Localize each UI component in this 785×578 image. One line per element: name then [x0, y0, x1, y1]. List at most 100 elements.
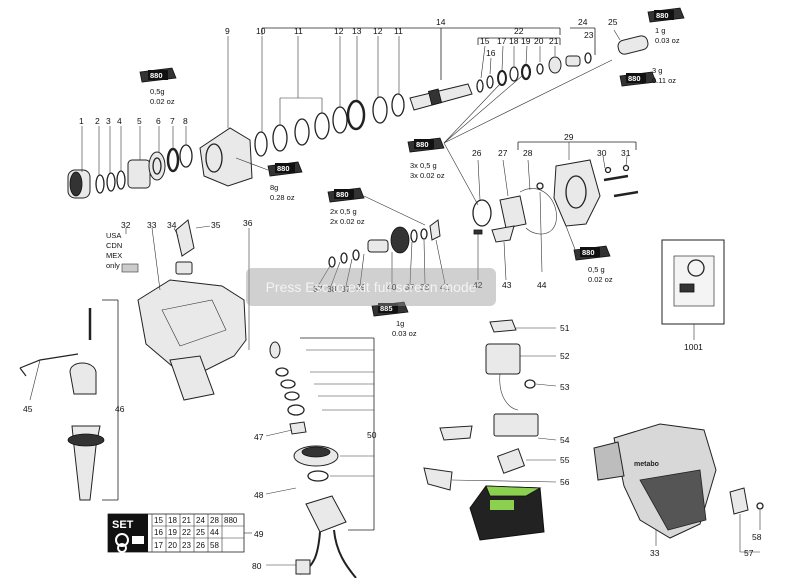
label-55: 55: [560, 455, 570, 465]
part-1-chuck-nose: [67, 126, 91, 199]
svg-text:USA: USA: [106, 231, 121, 240]
part-29-cylinder-housing: [517, 141, 637, 227]
parts-26-27-housing: [472, 159, 557, 273]
svg-text:MEX: MEX: [106, 251, 122, 260]
label-52: 52: [560, 351, 570, 361]
label-17: 17: [497, 36, 507, 46]
label-51: 51: [560, 323, 570, 333]
label-30: 30: [597, 148, 607, 158]
part-80-block: [295, 559, 311, 575]
svg-text:880: 880: [277, 164, 290, 173]
label-2: 2: [95, 116, 100, 126]
label-36: 36: [243, 218, 253, 228]
set-box: SET 15 18 21 24 28 880 16 19 22 25 44 17…: [107, 513, 252, 553]
label-16: 16: [486, 48, 496, 58]
parts-15-21-spindle-rings: [476, 45, 592, 93]
svg-text:19: 19: [168, 528, 177, 537]
label-38a: 38: [327, 284, 337, 294]
label-8: 8: [183, 116, 188, 126]
svg-text:880: 880: [582, 248, 595, 257]
parts-30-31-pins: [602, 155, 639, 198]
fullscreen-exit-toast: Press Esc to exit full screen mode: [246, 268, 496, 306]
label-9: 9: [225, 26, 230, 36]
svg-text:2x 0.02 oz: 2x 0.02 oz: [330, 217, 365, 226]
part-9-gear-housing: [199, 36, 253, 187]
label-1: 1: [79, 116, 84, 126]
svg-text:0,5g: 0,5g: [150, 87, 165, 96]
grease-tube-g7: 880 1 g 0.03 oz: [647, 7, 685, 45]
parts-45-46-handle: [19, 299, 119, 501]
parts-2-4-rings: [95, 126, 126, 194]
parts-34-35-switch-lever: [173, 219, 211, 275]
label-47: 47: [254, 432, 264, 442]
part-14-spindle: [409, 83, 473, 111]
svg-text:0.11 oz: 0.11 oz: [652, 76, 676, 85]
svg-text:880: 880: [336, 190, 349, 199]
svg-text:0.03 oz: 0.03 oz: [392, 329, 417, 338]
label-33: 33: [147, 220, 157, 230]
svg-text:3 g: 3 g: [652, 66, 662, 75]
label-15: 15: [480, 36, 490, 46]
battery-pack: [469, 485, 545, 541]
svg-text:885: 885: [380, 304, 393, 313]
label-10: 10: [256, 26, 266, 36]
label-50: 50: [367, 430, 377, 440]
label-22: 22: [514, 26, 524, 36]
grease-tube-g4: 885 1g 0.03 oz: [371, 301, 417, 338]
parts-7-8-rings: [166, 126, 193, 173]
grease-tube-g2: 880 8g 0.28 oz: [235, 157, 303, 202]
svg-text:17: 17: [154, 541, 163, 550]
leader-48: [265, 487, 297, 495]
label-20: 20: [534, 36, 544, 46]
label-38b: 38: [420, 282, 430, 292]
label-34: 34: [167, 220, 177, 230]
svg-text:0.02 oz: 0.02 oz: [150, 97, 175, 106]
part-1001-service-card: [661, 239, 725, 340]
label-37c: 37: [405, 282, 415, 292]
svg-text:21: 21: [182, 516, 191, 525]
svg-text:CDN: CDN: [106, 241, 122, 250]
label-19: 19: [521, 36, 531, 46]
label-1001: 1001: [684, 342, 703, 352]
label-41: 41: [440, 282, 450, 292]
label-11b: 11: [394, 26, 403, 36]
label-58: 58: [752, 532, 762, 542]
svg-text:880: 880: [656, 11, 669, 20]
svg-text:24: 24: [196, 516, 205, 525]
label-37a: 37: [313, 284, 323, 294]
parts-42-43: [473, 225, 515, 281]
svg-text:880: 880: [416, 140, 429, 149]
label-57: 57: [744, 548, 754, 558]
label-4: 4: [117, 116, 122, 126]
svg-text:18: 18: [168, 516, 177, 525]
svg-text:0,5 g: 0,5 g: [588, 265, 605, 274]
label-46: 46: [115, 404, 125, 414]
label-18: 18: [509, 36, 519, 46]
grease-tube-g1: 880 0,5g 0.02 oz: [139, 67, 177, 106]
svg-text:58: 58: [210, 541, 219, 550]
label-11a: 11: [294, 26, 303, 36]
part-50-motor-assembly: [269, 337, 375, 578]
part-5-sleeve: [127, 126, 151, 189]
svg-text:metabo: metabo: [634, 461, 659, 468]
label-12b: 12: [373, 26, 383, 36]
label-27: 27: [498, 148, 508, 158]
leader-47: [265, 429, 293, 437]
label-33b: 33: [650, 548, 660, 558]
label-6: 6: [156, 116, 161, 126]
svg-text:3x 0,5 g: 3x 0,5 g: [410, 161, 437, 170]
part-25-striker: [613, 29, 649, 55]
label-21: 21: [549, 36, 559, 46]
label-49: 49: [254, 529, 264, 539]
label-35: 35: [211, 220, 221, 230]
grease-tube-g3: 880 2x 0,5 g 2x 0.02 oz: [327, 187, 426, 226]
label-53: 53: [560, 382, 570, 392]
svg-text:28: 28: [210, 516, 219, 525]
label-43: 43: [502, 280, 512, 290]
label-14: 14: [436, 17, 446, 27]
crank-assembly-37-41: [317, 219, 446, 287]
grease-tube-g6: 880 0,5 g 0.02 oz: [565, 225, 613, 284]
parts-57-58: [729, 487, 764, 553]
electronics-51-56: [423, 319, 557, 491]
